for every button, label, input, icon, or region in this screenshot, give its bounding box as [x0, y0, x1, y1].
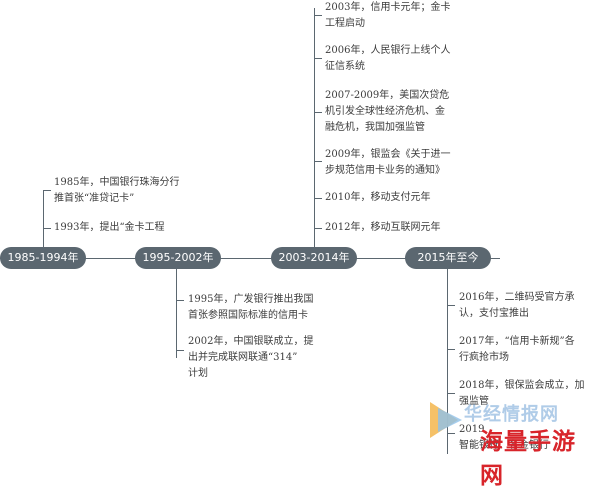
event-2018: 2018年，银保监会成立，加 强监管: [459, 380, 585, 407]
event-2007-2009: 2007-2009年，美国次贷危 机引发全球性经济危机、金 融危机，我国加强监管: [325, 90, 450, 133]
event-2016: 2016年，二维码受官方承 认，支付宝推出: [459, 292, 575, 319]
watermark-logo-icon: [430, 402, 462, 438]
connector-period-4: [447, 268, 448, 454]
tick-period-1-event-2: [43, 228, 51, 229]
event-2019: 2019 智能银行、各金银行: [459, 424, 549, 451]
tick-period-3-event-6: [314, 228, 322, 229]
watermark-text-top: 华经情报网: [464, 404, 559, 425]
tick-period-4-event-3: [447, 393, 455, 394]
timeline-axis: [0, 258, 500, 259]
event-1995: 1995年，广发银行推出我国 首张参照国际标准的信用卡: [188, 294, 314, 321]
event-2012: 2012年，移动互联网元年: [325, 222, 441, 233]
event-2002: 2002年，中国银联成立，提 出并完成联网联通“314” 计划: [188, 336, 314, 379]
event-2017: 2017年，“信用卡新规”各 行疯抢市场: [459, 336, 575, 363]
period-node-2: 1995-2002年: [135, 247, 221, 269]
tick-period-3-event-2: [314, 58, 322, 59]
event-2010: 2010年，移动支付元年: [325, 192, 431, 203]
event-1993: 1993年，提出“金卡工程: [54, 222, 165, 233]
watermark-text-bottom: 海量手游网: [480, 429, 576, 489]
tick-period-4-event-4: [447, 433, 455, 434]
period-node-4: 2015年至今: [405, 247, 491, 269]
tick-period-2-event-1: [176, 300, 184, 301]
period-node-1: 1985-1994年: [0, 247, 86, 269]
tick-period-3-event-1: [314, 15, 322, 16]
tick-period-2-event-2: [176, 350, 184, 351]
tick-period-1-event-1: [43, 190, 51, 191]
tick-period-4-event-2: [447, 349, 455, 350]
connector-period-1: [43, 190, 44, 248]
watermark: 华经情报网 海量手游网: [428, 398, 594, 489]
event-2009: 2009年，银监会《关于进一 步规范信用卡业务的通知》: [325, 149, 451, 176]
tick-period-3-event-5: [314, 198, 322, 199]
event-2003: 2003年，信用卡元年；金卡 工程启动: [325, 2, 451, 29]
tick-period-3-event-3: [314, 112, 322, 113]
connector-period-3: [314, 8, 315, 248]
tick-period-3-event-4: [314, 161, 322, 162]
tick-period-4-event-1: [447, 305, 455, 306]
event-1985: 1985年，中国银行珠海分行 推首张“准贷记卡”: [54, 177, 180, 204]
period-node-3: 2003-2014年: [271, 247, 357, 269]
connector-period-2: [176, 268, 177, 358]
event-2006: 2006年，人民银行上线个人 征信系统: [325, 45, 451, 72]
